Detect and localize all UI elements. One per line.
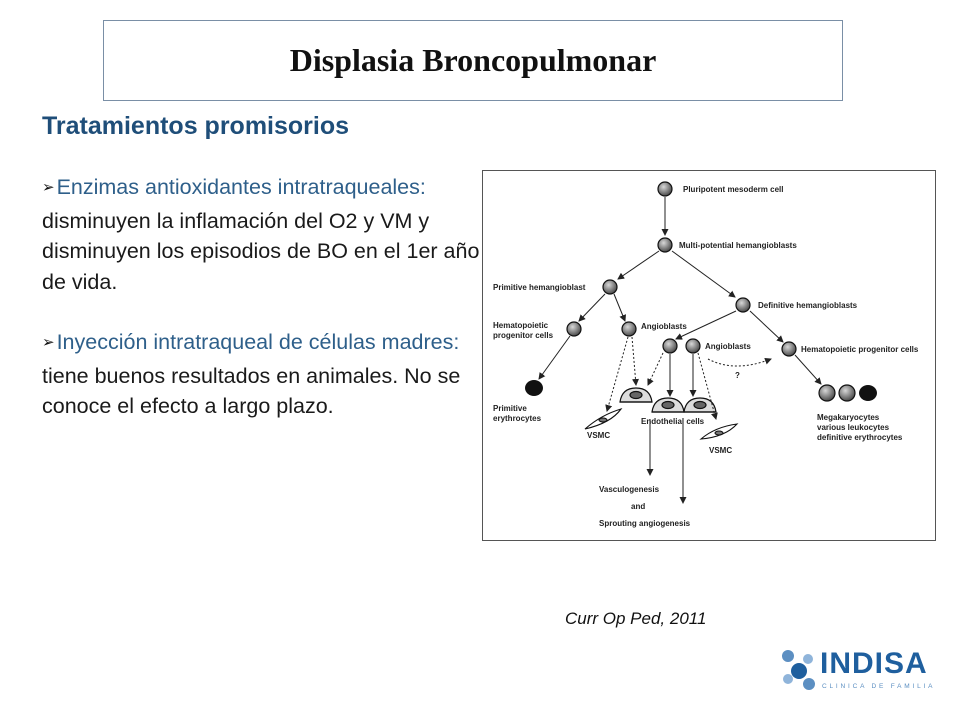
bullet-list: ➢Enzimas antioxidantes intratraqueales: … [42, 172, 482, 452]
cell-angioblast-left [621, 321, 637, 337]
cell-megakaryocyte [818, 384, 836, 402]
cell-hemato-right [781, 341, 797, 357]
indisa-logo-icon [782, 650, 815, 690]
label-hemato-left: Hematopoietic [493, 321, 549, 330]
slide-subtitle: Tratamientos promisorios [42, 112, 350, 140]
label-mega-2: various leukocytes [817, 423, 890, 432]
cell-angioblast-right-2 [685, 338, 701, 354]
label-hemato-left-2: progenitor cells [493, 331, 554, 340]
label-vasculogenesis: Vasculogenesis [599, 485, 660, 494]
label-sprouting: Sprouting angiogenesis [599, 519, 691, 528]
bullet-highlight: Enzimas antioxidantes intratraqueales: [56, 175, 426, 199]
cell-primitive-erythrocyte [525, 380, 543, 396]
title-box: Displasia Broncopulmonar [103, 20, 843, 101]
cell-definitive [735, 297, 751, 313]
vsmc-left-icon [584, 408, 623, 430]
cell-leukocyte [838, 384, 856, 402]
hemangioblast-diagram: Pluripotent mesoderm cell Multi-potentia… [482, 170, 936, 541]
diagram-dashed-arrows [605, 336, 718, 420]
cell-multipotential [657, 237, 673, 253]
cell-hemato-left [566, 321, 582, 337]
label-definitive: Definitive hemangioblasts [758, 301, 858, 310]
bullet-text: disminuyen la inflamación del O2 y VM y … [42, 208, 480, 294]
label-and: and [631, 502, 645, 511]
slide-title: Displasia Broncopulmonar [289, 42, 657, 78]
label-question: ? [735, 371, 740, 380]
label-pluripotent: Pluripotent mesoderm cell [683, 185, 783, 194]
label-multipotential: Multi-potential hemangioblasts [679, 241, 797, 250]
question-arc [707, 357, 772, 367]
vsmc-right-icon [699, 423, 739, 440]
logo-tagline: CLINICA DE FAMILIA [822, 683, 936, 690]
logo-wordmark: INDISA [820, 647, 928, 680]
bullet-text: tiene buenos resultados en animales. No … [42, 363, 461, 419]
label-angioblasts-left: Angioblasts [641, 322, 687, 331]
label-mega-3: definitive erythrocytes [817, 433, 903, 442]
cell-angioblast-right-1 [662, 338, 678, 354]
label-prim-ery-2: erythrocytes [493, 414, 542, 423]
diagram-arrows [538, 197, 822, 504]
cell-definitive-erythrocyte [859, 385, 877, 401]
cell-pluripotent [657, 181, 673, 197]
label-vsmc-left: VSMC [587, 431, 610, 440]
bullet-item: ➢Enzimas antioxidantes intratraqueales: … [42, 172, 482, 297]
label-prim-ery: Primitive [493, 404, 527, 413]
label-angioblasts-right: Angioblasts [705, 342, 751, 351]
arrow-bullet-icon: ➢ [42, 334, 55, 351]
citation: Curr Op Ped, 2011 [565, 609, 707, 628]
indisa-logo: INDISA CLINICA DE FAMILIA [778, 646, 938, 696]
bullet-item: ➢Inyección intratraqueal de células madr… [42, 327, 482, 422]
bullet-highlight: Inyección intratraqueal de células madre… [56, 330, 460, 354]
label-primitive: Primitive hemangioblast [493, 283, 586, 292]
label-vsmc-right: VSMC [709, 446, 732, 455]
label-endothelial: Endothelial cells [641, 417, 705, 426]
endothelial-cells-icon [619, 387, 717, 413]
cell-primitive [602, 279, 618, 295]
arrow-bullet-icon: ➢ [42, 179, 55, 196]
label-hemato-right: Hematopoietic progenitor cells [801, 345, 919, 354]
label-mega: Megakaryocytes [817, 413, 880, 422]
